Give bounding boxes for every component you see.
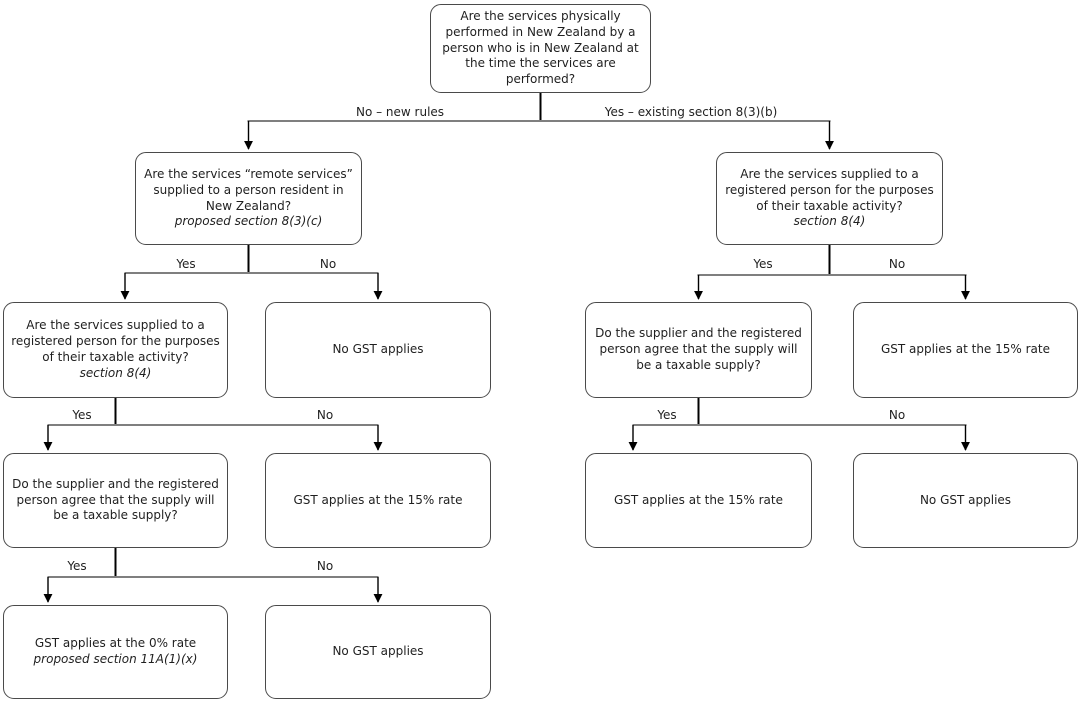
edge-right-level3-split (694, 245, 970, 300)
edge-left-level4-split (43, 398, 383, 451)
node-text: Do the supplier and the registered perso… (595, 326, 802, 372)
node-no-gst-bottom: No GST applies (265, 605, 491, 699)
node-gst-0-rate: GST applies at the 0% rate proposed sect… (3, 605, 228, 699)
edge-label-yes-left-level4: Yes (72, 408, 92, 422)
edge-left-level3-split (120, 245, 383, 300)
node-q-remote-services: Are the services “remote services” suppl… (135, 152, 362, 245)
node-text: No GST applies (332, 342, 424, 357)
edge-label-yes-right-level3: Yes (753, 257, 773, 271)
node-text: GST applies at the 0% rate (34, 636, 197, 651)
node-q-supplier-agree-right: Do the supplier and the registered perso… (585, 302, 812, 398)
node-subtext: proposed section 8(3)(c) (174, 214, 323, 229)
node-text: No GST applies (919, 492, 1012, 507)
node-text: Are the services supplied to a registere… (11, 318, 220, 364)
node-text: Are the services physically performed in… (442, 8, 639, 87)
node-gst-15-right-level4: GST applies at the 15% rate (585, 453, 812, 548)
edge-label-no-new-rules: No – new rules (355, 105, 445, 119)
node-no-gst-left-level3: No GST applies (265, 302, 491, 398)
node-gst-15-right-level3: GST applies at the 15% rate (853, 302, 1078, 398)
node-text: Are the services “remote services” suppl… (144, 166, 353, 213)
node-text: GST applies at the 15% rate (293, 492, 463, 507)
edge-left-level5-split (43, 548, 383, 603)
edge-label-no-left-level5: No (316, 559, 334, 573)
node-text: Do the supplier and the registered perso… (12, 476, 219, 523)
node-gst-15-left-level4: GST applies at the 15% rate (265, 453, 491, 548)
node-text: No GST applies (332, 644, 424, 659)
edge-label-no-right-level3: No (888, 257, 906, 271)
edge-label-yes-existing-section: Yes – existing section 8(3)(b) (604, 105, 778, 119)
edge-label-yes-left-level5: Yes (67, 559, 87, 573)
edge-label-yes-left-level3: Yes (176, 257, 196, 271)
edge-label-no-left-level3: No (319, 257, 337, 271)
node-text: GST applies at the 15% rate (880, 342, 1050, 357)
edge-top-split (244, 93, 834, 150)
node-subtext: proposed section 11A(1)(x) (33, 652, 198, 666)
node-q-registered-person-right: Are the services supplied to a registere… (716, 152, 943, 245)
node-q-registered-person-left: Are the services supplied to a registere… (3, 302, 228, 398)
edge-right-level4-split (628, 398, 970, 451)
edge-label-no-right-level4: No (888, 408, 906, 422)
node-q-physically-performed: Are the services physically performed in… (430, 4, 651, 93)
node-no-gst-right-level4: No GST applies (853, 453, 1078, 548)
node-text: Are the services supplied to a registere… (725, 166, 934, 213)
node-subtext: section 8(4) (79, 365, 152, 380)
node-text: GST applies at the 15% rate (613, 492, 783, 507)
edge-label-yes-right-level4: Yes (657, 408, 677, 422)
node-q-supplier-agree-left: Do the supplier and the registered perso… (3, 453, 228, 548)
node-subtext: section 8(4) (793, 214, 866, 229)
edge-label-no-left-level4: No (316, 408, 334, 422)
